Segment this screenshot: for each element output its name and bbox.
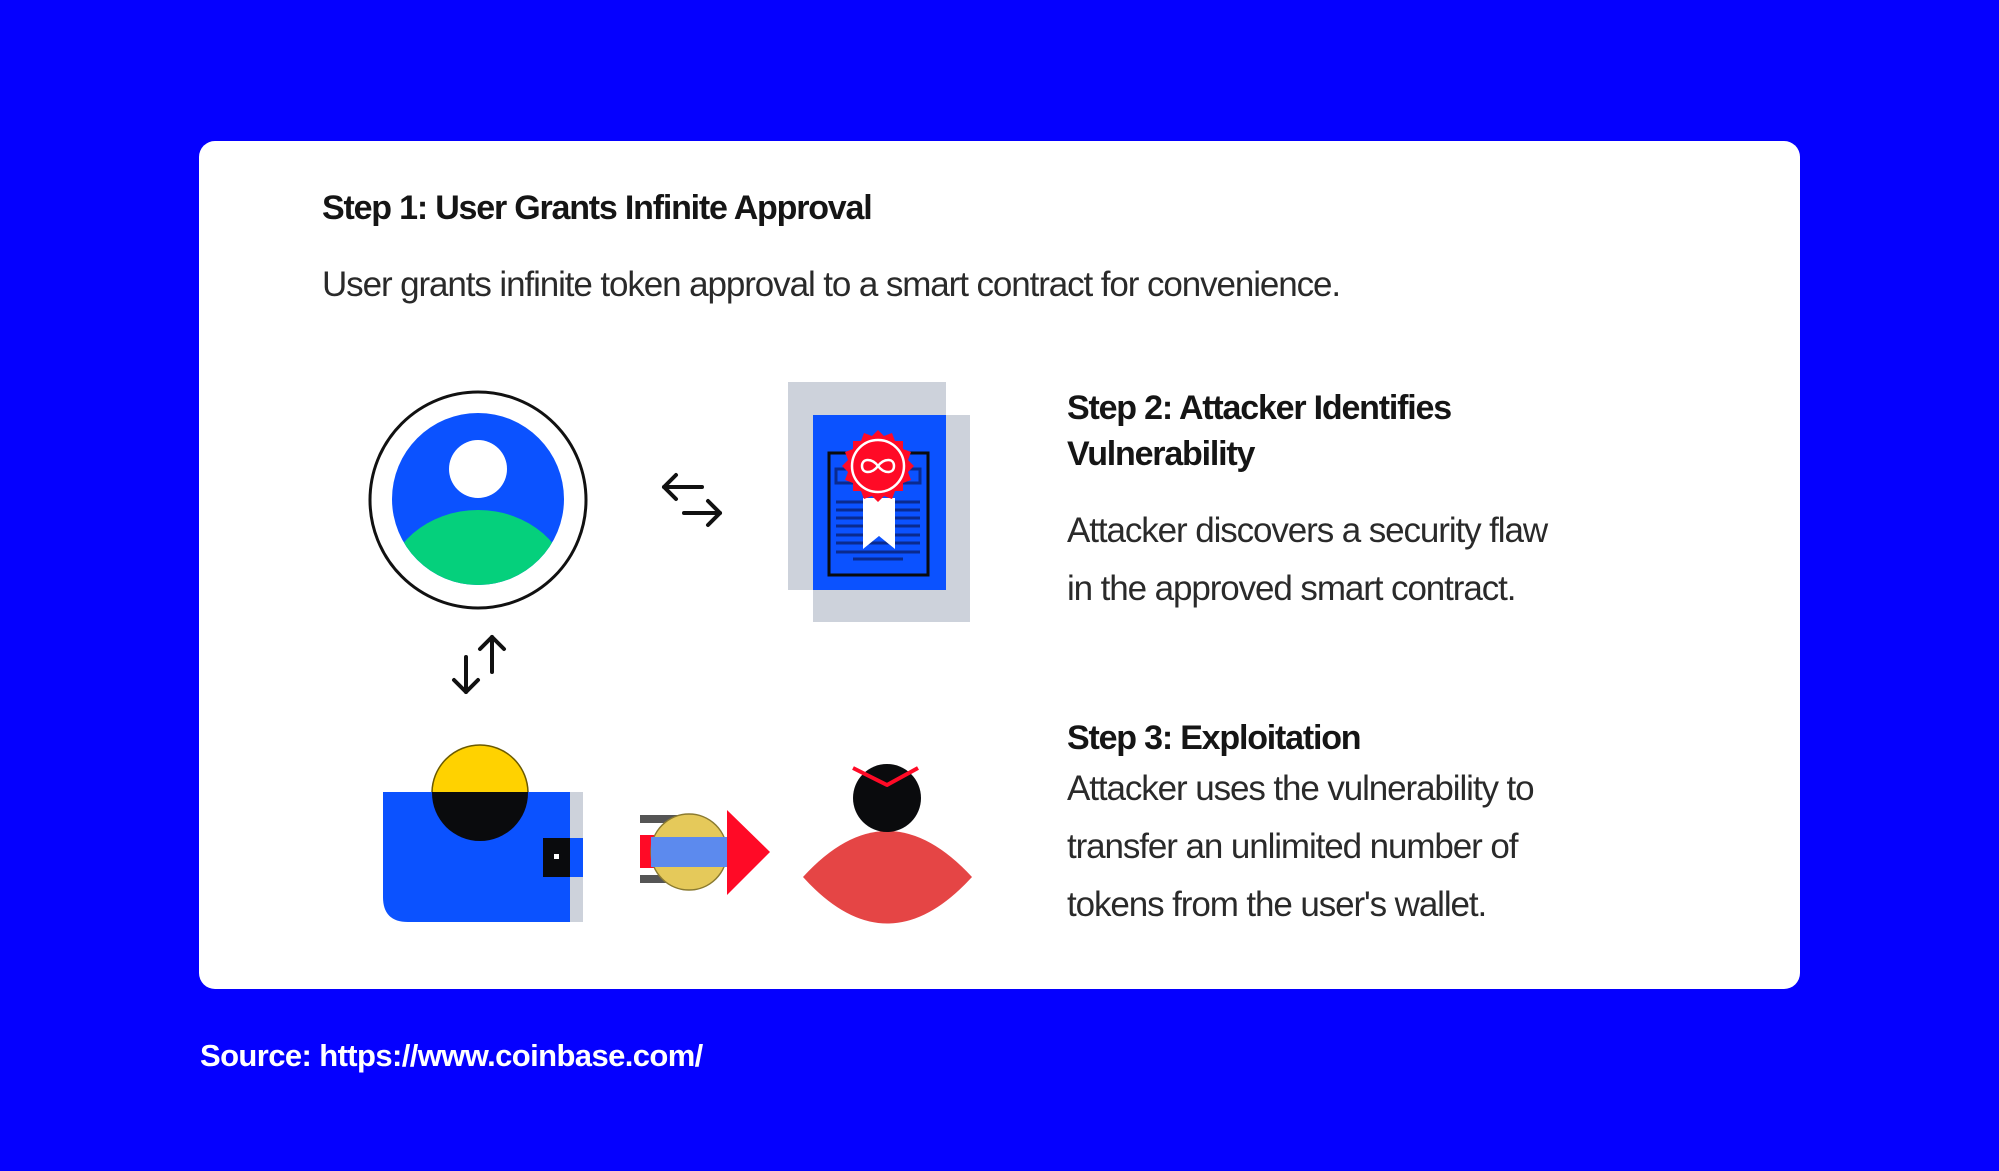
step3-title: Step 3: Exploitation [1067, 719, 1362, 757]
step2-description-line2: in the approved smart contract. [1067, 569, 1516, 608]
step3-description-line1: Attacker uses the vulnerability to [1067, 769, 1535, 808]
source-citation: Source: https://www.coinbase.com/ [200, 1038, 703, 1073]
infinity-icon [860, 458, 896, 474]
step3-description-line3: tokens from the user's wallet. [1067, 885, 1487, 924]
step2-title-line2: Vulnerability [1067, 435, 1255, 473]
step1-description: User grants infinite token approval to a… [322, 265, 1341, 304]
coin-transfer-arrow-icon [640, 810, 770, 895]
step3-description-line2: transfer an unlimited number of [1067, 827, 1518, 866]
step2-title-line1: Step 2: Attacker Identifies [1067, 389, 1452, 427]
step2-description-line1: Attacker discovers a security flaw [1067, 511, 1548, 550]
smart-contract-certificate-icon [788, 382, 970, 622]
attacker-figure-icon [803, 764, 972, 924]
user-avatar-icon [368, 390, 588, 610]
swap-vertical-arrows-icon [452, 635, 506, 694]
step1-title: Step 1: User Grants Infinite Approval [322, 189, 873, 227]
wallet-with-coin-icon [383, 744, 583, 922]
swap-horizontal-arrows-icon [662, 473, 722, 527]
